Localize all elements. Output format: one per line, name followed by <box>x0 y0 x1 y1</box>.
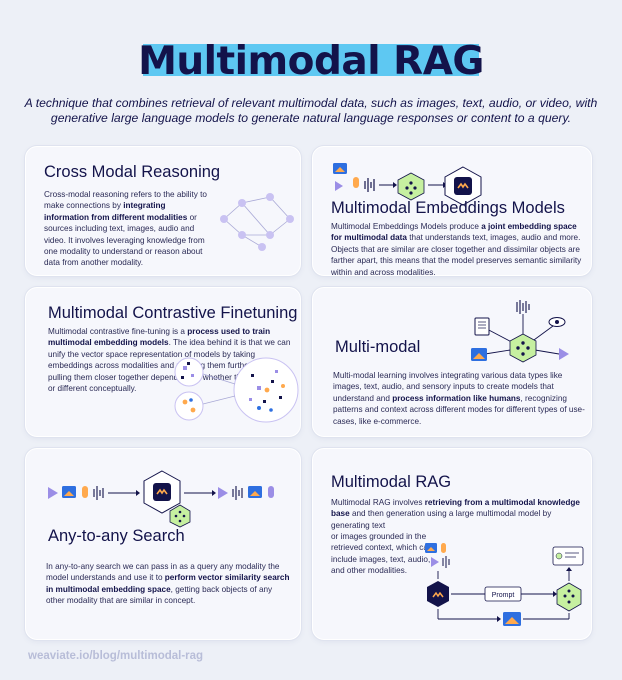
bold-text: process used to train multimodal embeddi… <box>48 327 271 348</box>
card-contrastive-finetuning: Multimodal Contrastive Finetuning Multim… <box>25 287 301 437</box>
text-span: , getting back objects of any other moda… <box>46 584 273 606</box>
prompt-label: Prompt <box>492 592 515 599</box>
bold-text: integrating information from different m… <box>44 201 188 222</box>
embedding-flow-icons <box>333 163 482 206</box>
text-span: Multimodal RAG involves <box>331 498 425 507</box>
text-span: Multimodal Embeddings Models produce <box>331 222 482 231</box>
bold-text: retrieving from a multimodal knowledge b… <box>331 498 580 519</box>
text-span: or sources including text, images, audio… <box>44 212 205 268</box>
rag-pipeline-diagram: Prompt <box>425 543 584 626</box>
text-span: Cross-modal reasoning refers to the abil… <box>44 190 207 211</box>
card-body: Multi-modal learning involves integratin… <box>333 370 585 427</box>
text-span: , recognizing patterns and context acros… <box>333 393 585 426</box>
reasoning-graph-icon <box>220 193 294 251</box>
text-span: . The idea behind it is that we can unif… <box>48 338 291 394</box>
card-any-to-any-search: Any-to-any Search In any-to-any search w… <box>25 448 301 640</box>
text-span: and then generation using a large multim… <box>331 509 552 530</box>
bold-text: perform vector similarity search in mult… <box>46 573 290 594</box>
card-cross-modal-reasoning: Cross Modal Reasoning Cross-modal reason… <box>25 146 301 276</box>
page-subtitle: A technique that combines retrieval of r… <box>24 96 598 125</box>
card-title: Multimodal Contrastive Finetuning <box>48 304 298 322</box>
card-embeddings-models: Multimodal Embeddings Models Multimodal … <box>312 146 592 278</box>
text-span: Multi-modal learning involves integratin… <box>333 371 563 403</box>
text-span: or images grounded in the retrieved cont… <box>331 532 433 576</box>
card-body: Multimodal contrastive fine-tuning is a … <box>48 326 298 394</box>
card-body-top: Multimodal RAG involves retrieving from … <box>331 497 583 531</box>
multimodal-hub-icon <box>471 300 569 363</box>
card-title: Multi-modal <box>335 338 421 356</box>
text-span: In any-to-any search we can pass in as a… <box>46 562 280 583</box>
card-title: Any-to-any Search <box>48 527 185 545</box>
card-title: Multimodal RAG <box>331 473 452 491</box>
text-span: that understands text, images, audio and… <box>331 233 582 277</box>
bold-text: a joint embedding space for multimodal d… <box>331 222 577 243</box>
any-to-any-flow-icons <box>48 470 274 528</box>
card-body: In any-to-any search we can pass in as a… <box>46 561 292 607</box>
card-body-bottom: or images grounded in the retrieved cont… <box>331 531 441 577</box>
contrastive-embedding-icon <box>174 357 299 423</box>
bold-text: process information like humans <box>392 393 521 403</box>
title-highlight <box>143 44 479 76</box>
card-title: Cross Modal Reasoning <box>44 163 221 181</box>
page-title: Multimodal RAG <box>138 39 484 84</box>
footer-url[interactable]: weaviate.io/blog/multimodal-rag <box>28 650 204 662</box>
card-title: Multimodal Embeddings Models <box>331 199 565 217</box>
card-body: Cross-modal reasoning refers to the abil… <box>44 189 212 269</box>
card-multi-modal: Multi-modal Multi-modal learning involve… <box>312 287 592 437</box>
card-multimodal-rag: Multimodal RAG Multimodal RAG involves r… <box>312 448 592 640</box>
card-body: Multimodal Embeddings Models produce a j… <box>331 221 583 278</box>
text-span: Multimodal contrastive fine-tuning is a <box>48 327 188 336</box>
